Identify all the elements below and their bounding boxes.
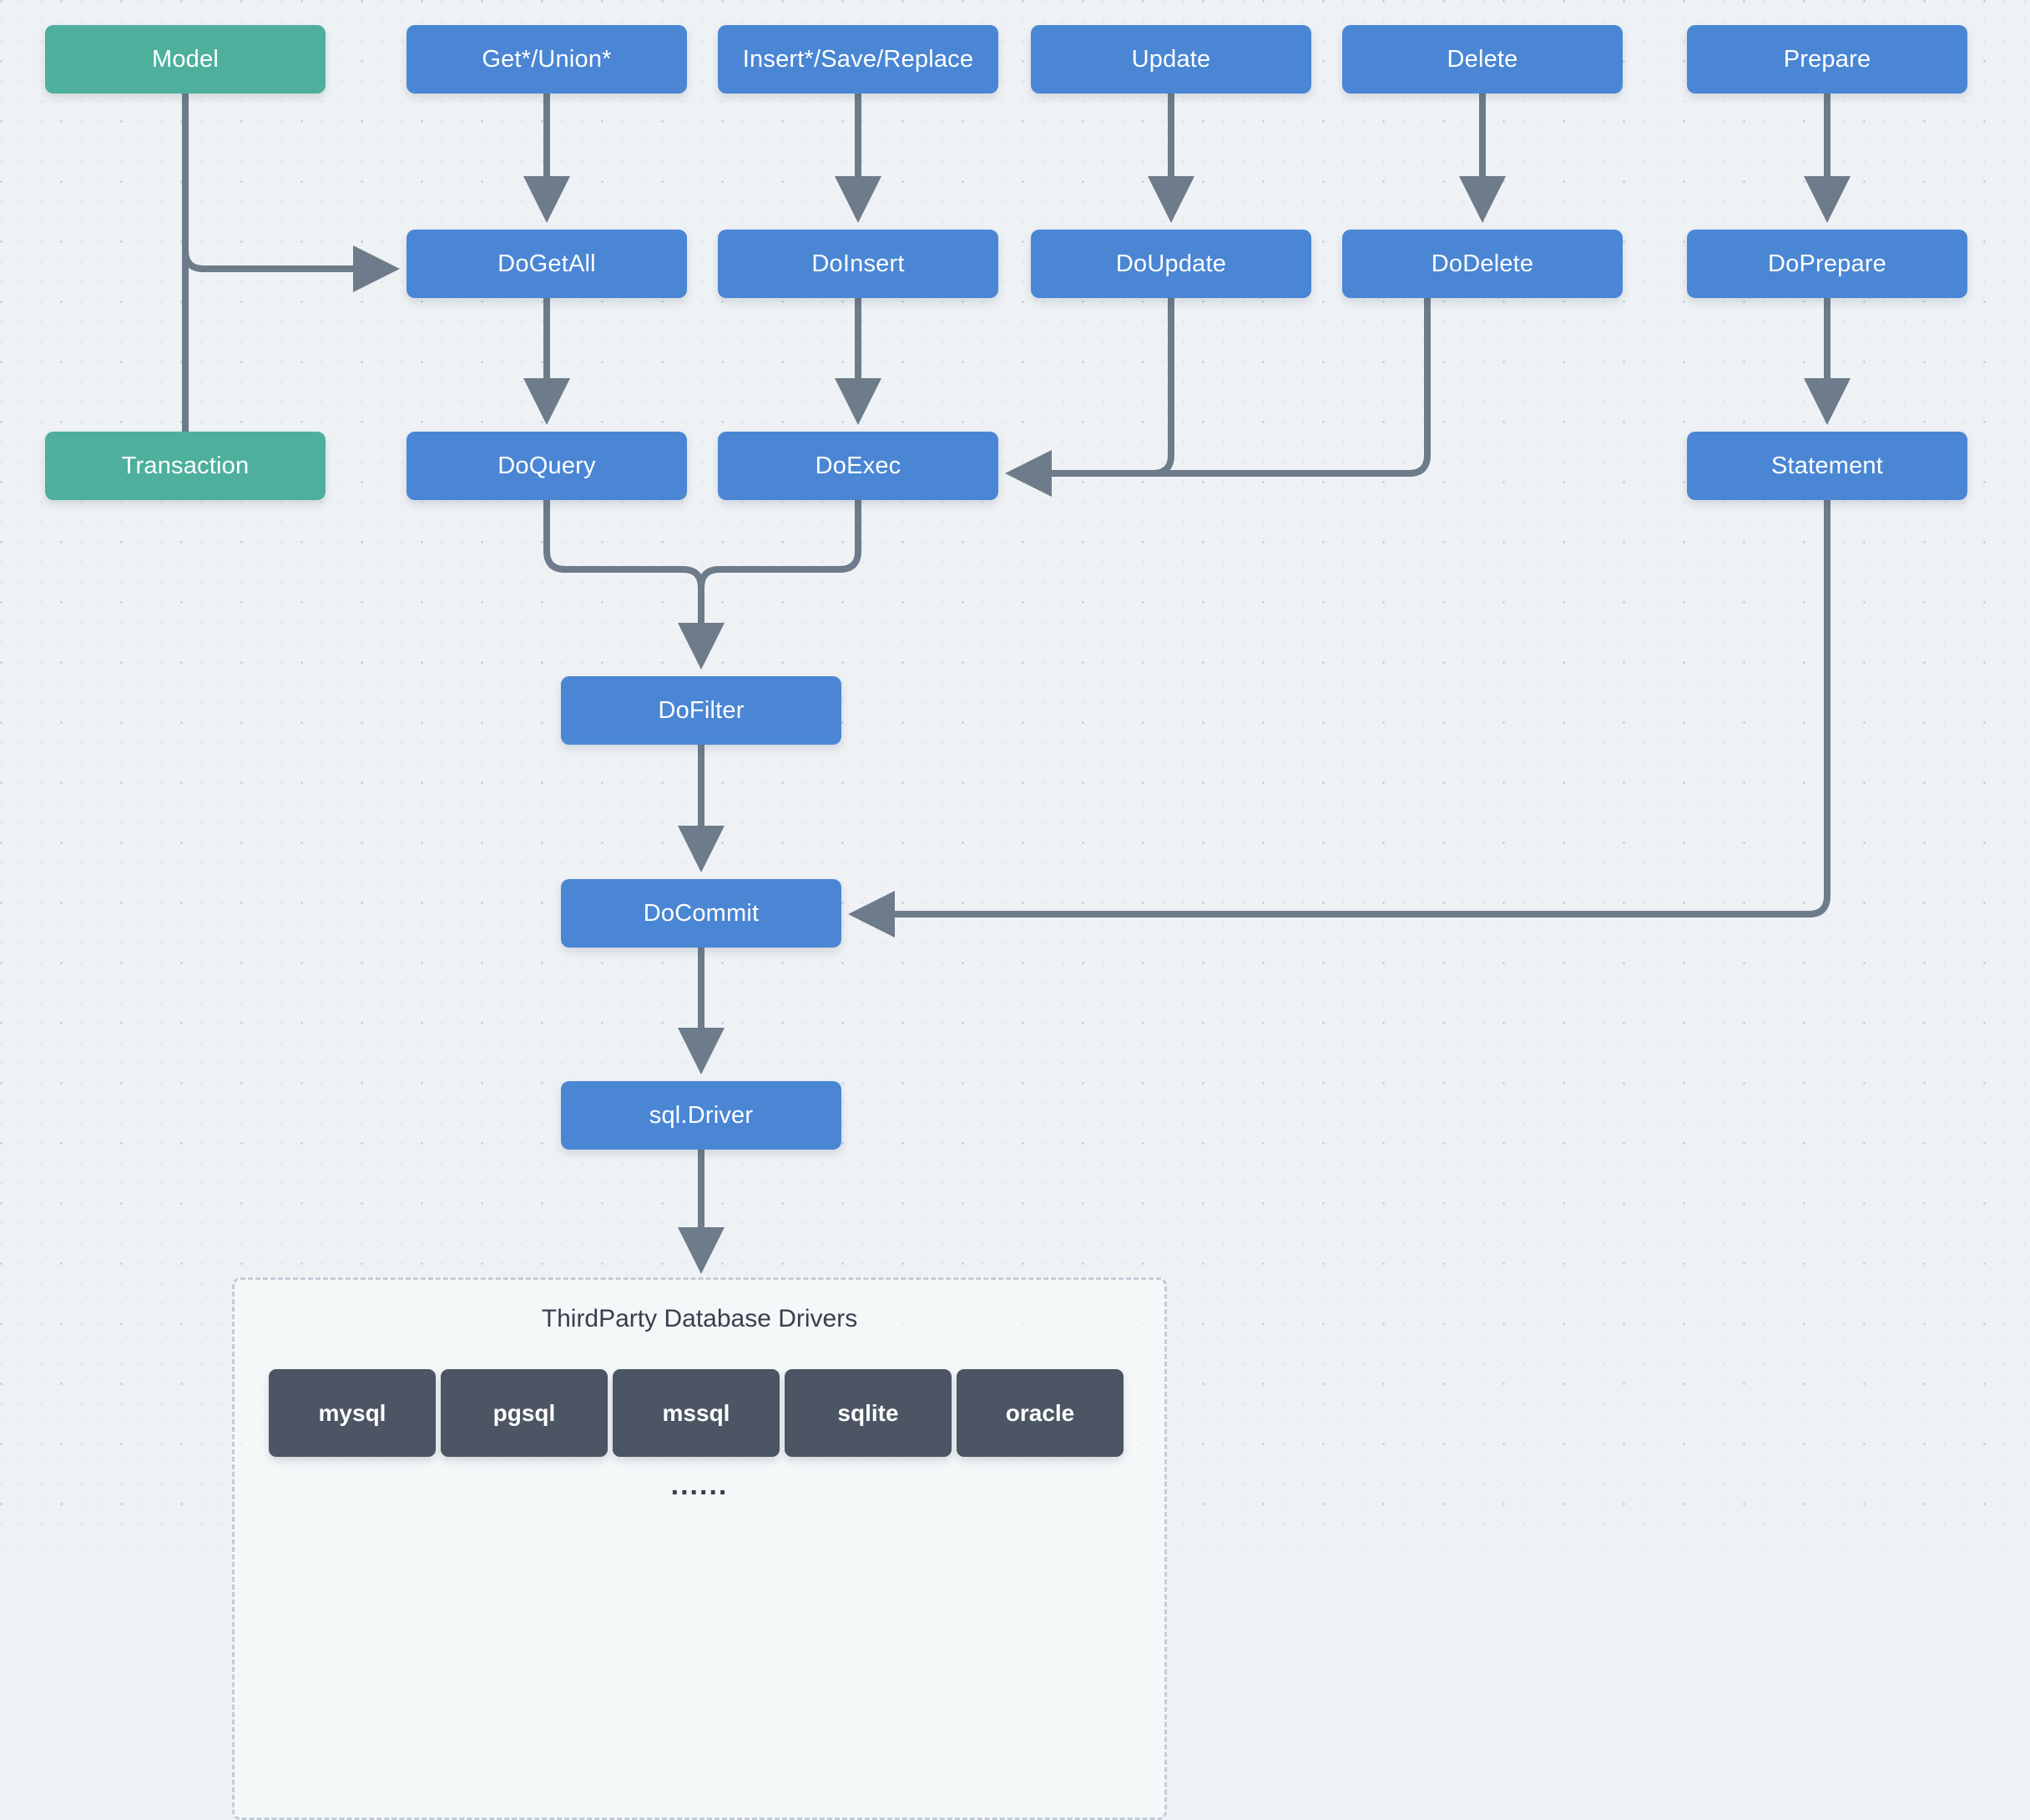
node-doexec[interactable]: DoExec [718,432,998,500]
edge-doupdate-to-doexec [1005,295,1174,497]
diagram-canvas: Model Get*/Union* Insert*/Save/Replace U… [45,25,1967,1820]
node-model[interactable]: Model [45,25,326,94]
driver-chip-pgsql[interactable]: pgsql [441,1369,608,1457]
edge-doexec-to-dofilter [698,497,861,661]
driver-chip-mssql[interactable]: mssql [613,1369,780,1457]
thirdparty-drivers-title: ThirdParty Database Drivers [541,1305,858,1332]
node-doinsert[interactable]: DoInsert [718,230,998,298]
driver-list-ellipsis: ...... [670,1469,729,1501]
node-get-union[interactable]: Get*/Union* [407,25,687,94]
driver-chip-sqlite[interactable]: sqlite [785,1369,952,1457]
node-insert-save-replace[interactable]: Insert*/Save/Replace [718,25,998,94]
node-sql-driver[interactable]: sql.Driver [561,1081,841,1150]
node-transaction[interactable]: Transaction [45,432,326,500]
driver-chip-mysql[interactable]: mysql [269,1369,436,1457]
edge-model-to-dogetall [182,245,400,292]
edge-doquery-to-dofilter [543,497,725,670]
edge-statement-to-docommit [848,497,1831,938]
node-doupdate[interactable]: DoUpdate [1031,230,1311,298]
node-docommit[interactable]: DoCommit [561,879,841,948]
thirdparty-drivers-panel: ThirdParty Database Drivers [232,1277,1167,1820]
driver-chip-oracle[interactable]: oracle [957,1369,1124,1457]
node-dogetall[interactable]: DoGetAll [407,230,687,298]
edge-layer [182,90,1851,1274]
node-delete[interactable]: Delete [1342,25,1623,94]
node-doprepare[interactable]: DoPrepare [1687,230,1967,298]
node-dodelete[interactable]: DoDelete [1342,230,1623,298]
node-doquery[interactable]: DoQuery [407,432,687,500]
node-statement[interactable]: Statement [1687,432,1967,500]
node-update[interactable]: Update [1031,25,1311,94]
edge-dodelete-to-doexec [1013,295,1431,477]
node-prepare[interactable]: Prepare [1687,25,1967,94]
node-dofilter[interactable]: DoFilter [561,676,841,745]
